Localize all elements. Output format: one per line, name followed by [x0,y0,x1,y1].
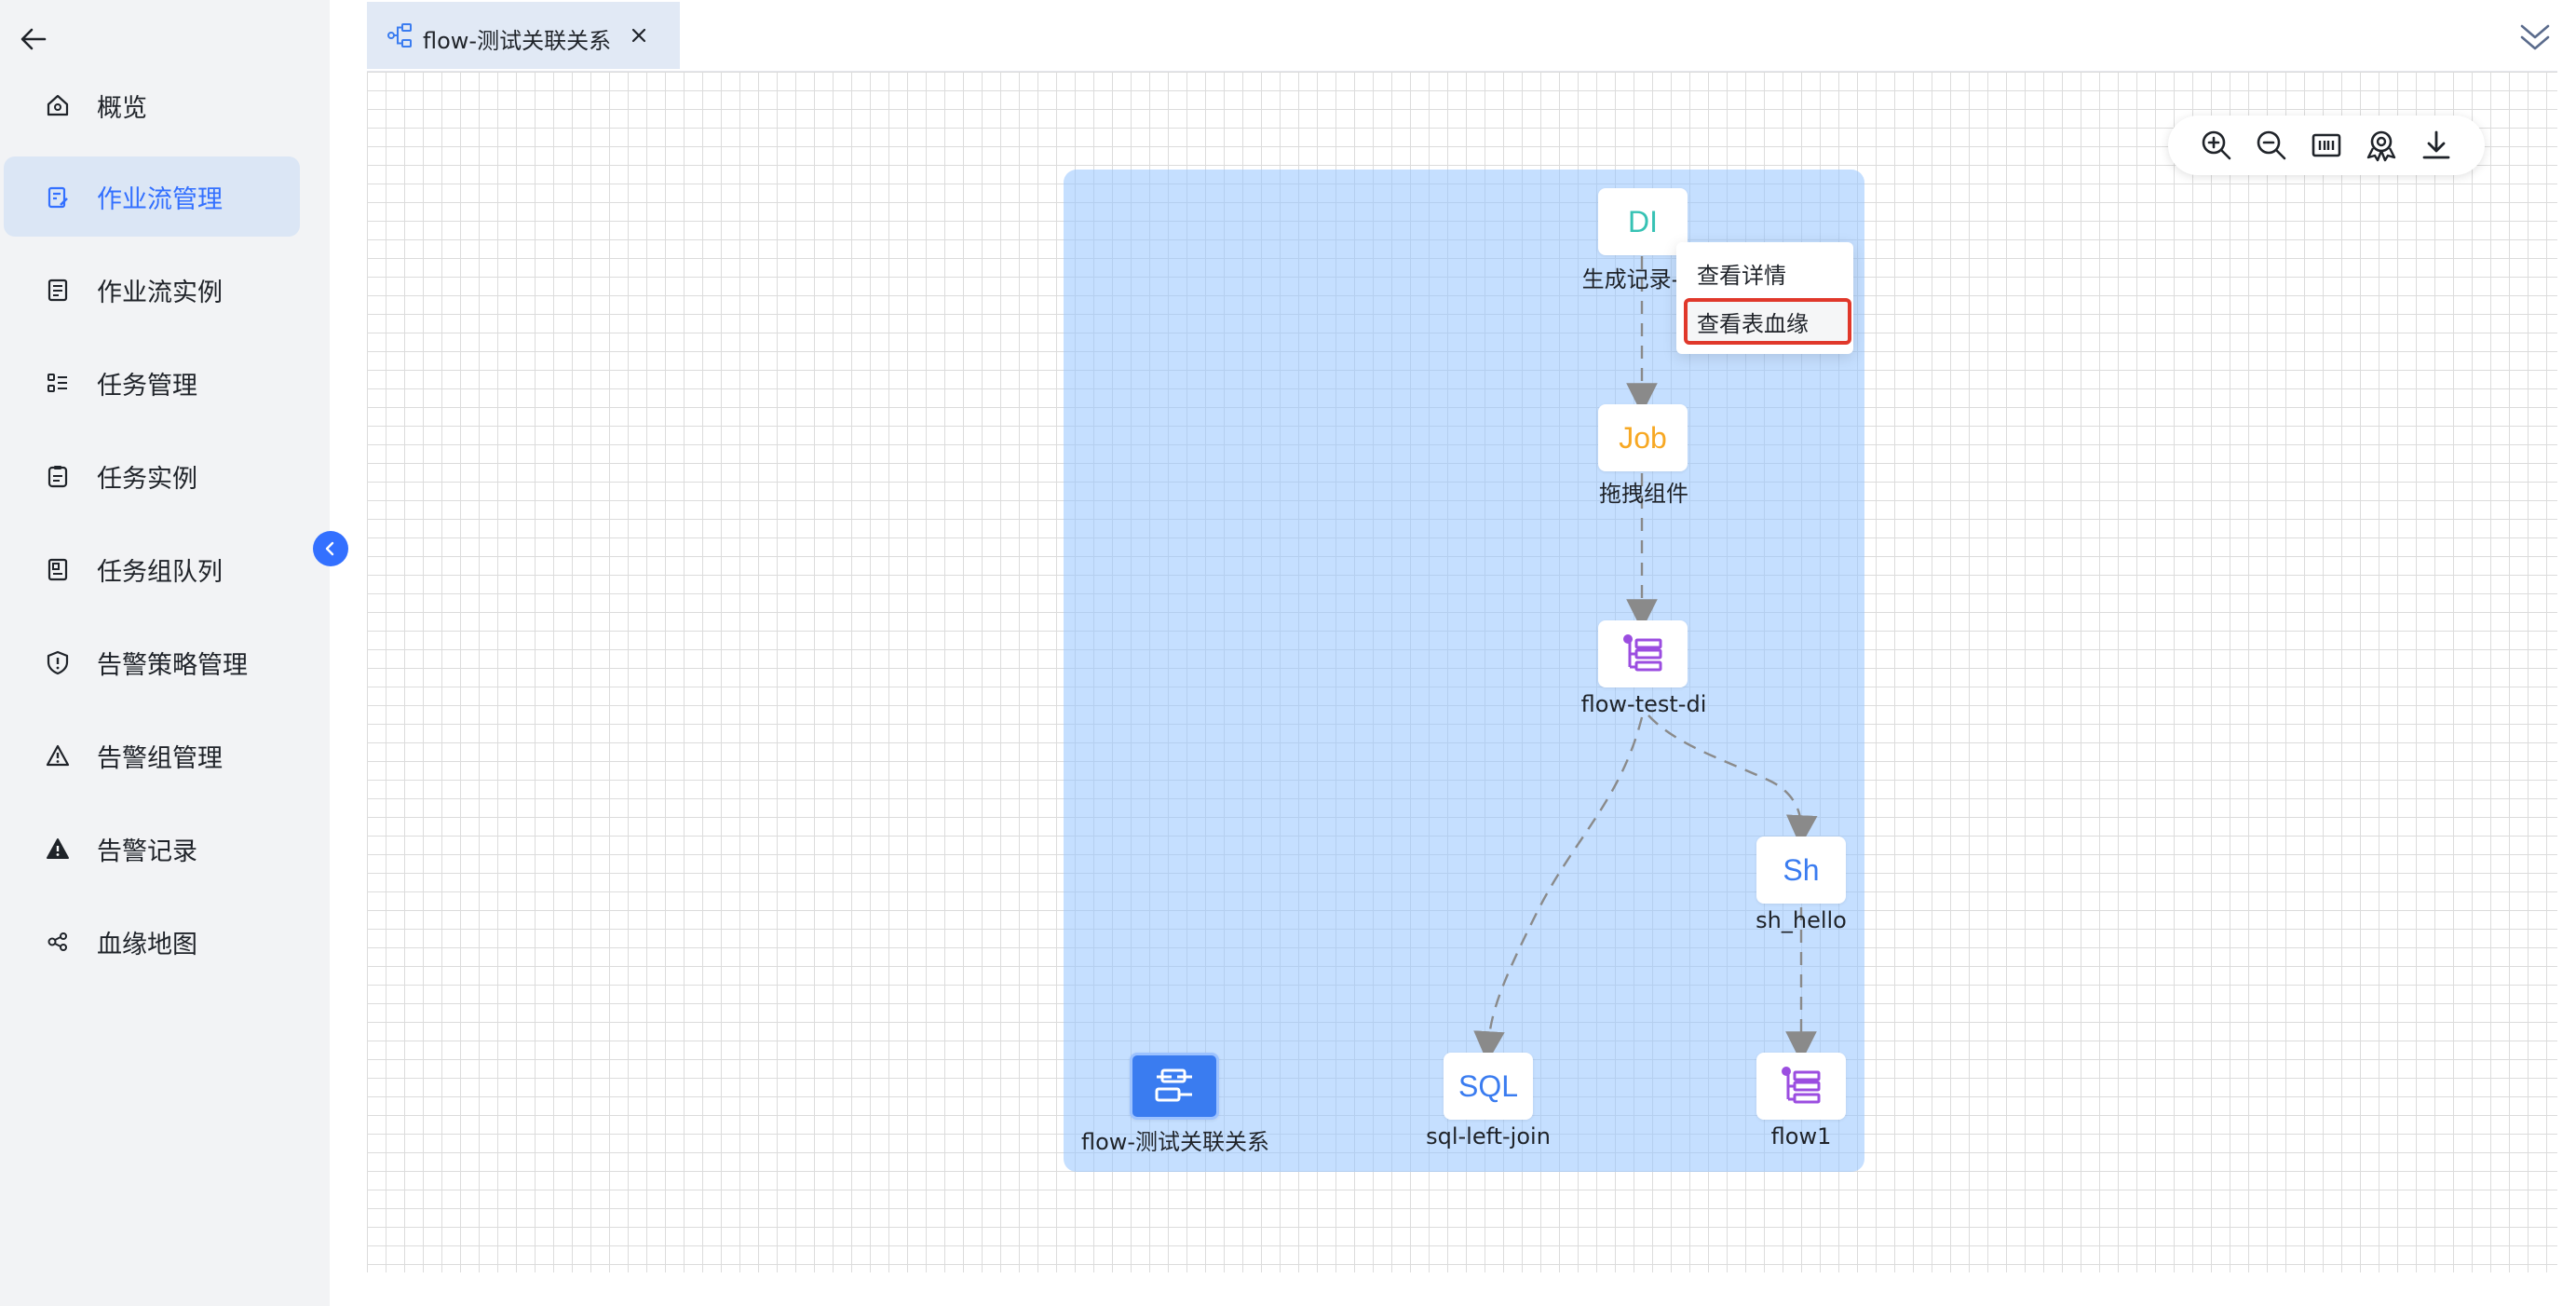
node-sh-text: Sh [1783,852,1820,887]
node-job-label: 拖拽组件 [1599,481,1688,507]
node-job-text: Job [1619,420,1667,455]
zoom-in-icon [2202,130,2230,160]
sidebar-item-label: 任务组队列 [97,557,223,587]
expand-panel-button[interactable] [2516,19,2554,56]
node-context-menu: 查看详情 查看表血缘 [1676,242,1853,354]
canvas-toolbar [2168,116,2485,175]
fit-view-icon [2312,133,2341,157]
node-job[interactable]: Job [1598,404,1688,471]
locate-button[interactable] [2361,125,2402,166]
warning-outline-icon [43,741,73,770]
shield-alert-icon [43,647,73,677]
queue-icon [43,554,73,584]
node-flow-root[interactable] [1130,1053,1219,1120]
menu-item-view-table-lineage[interactable]: 查看表血缘 [1684,298,1851,345]
menu-item-view-details[interactable]: 查看详情 [1697,262,1786,289]
zoom-in-button[interactable] [2196,125,2237,166]
flow-tree-icon [387,23,412,48]
node-sql-label: sql-left-join [1426,1123,1551,1150]
tab-flow-test[interactable]: flow-测试关联关系 [367,2,680,69]
flow-icon [1155,1068,1192,1102]
sidebar: 概览 作业流管理 作业流实例 任务管理 任务实例 任务组队列 告警策略管理 告 [0,0,330,1306]
node-flow-root-label: flow-测试关联关系 [1080,1129,1270,1155]
node-di-text: DI [1628,204,1658,238]
sidebar-item-overview[interactable]: 概览 [4,65,300,145]
collapse-sidebar-button[interactable] [313,531,348,566]
sidebar-item-label: 血缘地图 [97,930,197,959]
tab-label: flow-测试关联关系 [423,28,612,54]
back-button[interactable] [13,19,54,60]
sidebar-item-label: 告警组管理 [97,743,223,773]
sidebar-item-workflow-management[interactable]: 作业流管理 [4,156,300,237]
sidebar-item-alert-policy[interactable]: 告警策略管理 [4,622,300,702]
sidebar-item-workflow-instance[interactable]: 作业流实例 [4,250,300,330]
sidebar-item-label: 作业流管理 [97,184,223,214]
node-flow-test-di[interactable] [1598,620,1688,687]
tab-close-button[interactable] [626,22,652,48]
subflow-icon [1623,634,1662,672]
node-sql-text: SQL [1457,1068,1519,1103]
node-flow1[interactable] [1756,1053,1846,1120]
clipboard-icon [43,461,73,491]
download-button[interactable] [2416,125,2457,166]
sidebar-item-alert-record[interactable]: 告警记录 [4,809,300,889]
lineage-icon [43,927,73,957]
download-icon [2422,130,2450,159]
sidebar-item-task-group-queue[interactable]: 任务组队列 [4,529,300,609]
arrow-left-icon [20,28,47,50]
chevron-left-icon [325,541,334,556]
fit-view-button[interactable] [2306,125,2347,166]
node-sql[interactable]: SQL [1444,1053,1533,1120]
node-di[interactable]: DI [1598,188,1688,255]
sidebar-item-label: 任务管理 [97,371,197,401]
subflow-icon [1782,1067,1821,1104]
node-flow1-label: flow1 [1770,1123,1832,1150]
sidebar-item-label: 任务实例 [97,464,197,494]
node-sh[interactable]: Sh [1756,837,1846,904]
warning-filled-icon [43,834,73,864]
sidebar-item-label: 告警记录 [97,837,197,866]
sidebar-item-lineage-map[interactable]: 血缘地图 [4,902,300,982]
node-sh-label: sh_hello [1756,907,1847,933]
zoom-out-icon [2257,130,2286,160]
double-chevron-down-icon [2520,24,2550,50]
sidebar-item-label: 告警策略管理 [97,650,248,680]
home-icon [43,90,73,120]
locate-icon [2366,130,2396,162]
zoom-out-button[interactable] [2251,125,2292,166]
sidebar-item-label: 概览 [97,93,147,123]
sidebar-item-alert-group[interactable]: 告警组管理 [4,715,300,796]
sidebar-item-task-management[interactable]: 任务管理 [4,343,300,423]
document-list-icon [43,275,73,305]
node-flow-test-di-label: flow-test-di [1580,691,1707,717]
sidebar-item-label: 作业流实例 [97,278,223,307]
task-list-icon [43,368,73,398]
clipboard-edit-icon [43,182,73,211]
close-icon [631,28,646,43]
sidebar-item-task-instance[interactable]: 任务实例 [4,436,300,516]
